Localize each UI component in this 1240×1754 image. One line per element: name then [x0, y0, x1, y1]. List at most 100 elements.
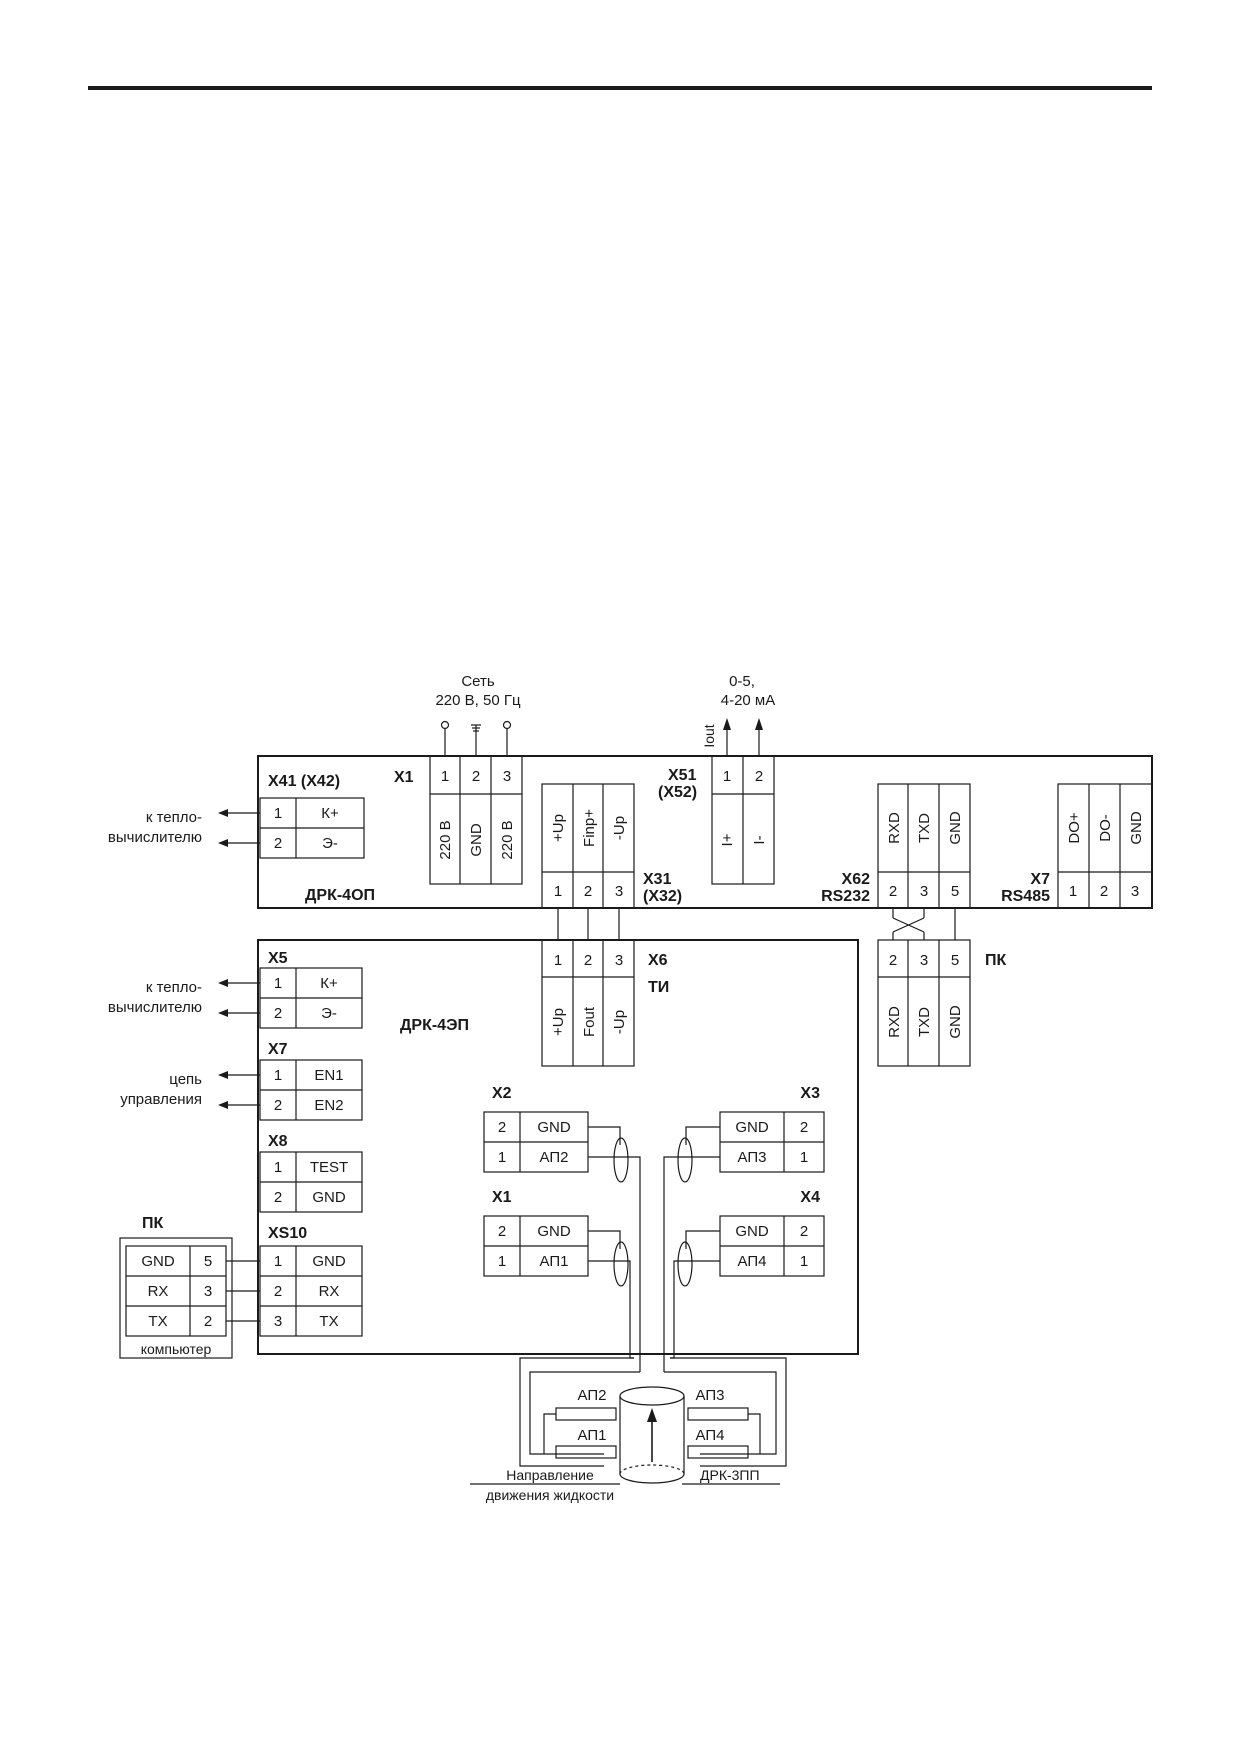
mains-label-line-2: 220 В, 50 Гц [435, 692, 521, 709]
ep-x5-arrows [218, 979, 260, 1017]
ep-x1-pin-1: 2 [498, 1223, 506, 1240]
ep-x5-pin-1: 1 [274, 975, 282, 992]
pc-serial-pin-3: 5 [951, 952, 959, 969]
ep-x5-label: X5 [268, 950, 288, 967]
ep-x6-label: X6 [648, 952, 668, 969]
op-x62-label-line-2: RS232 [821, 888, 870, 905]
ep-x5-note-line-2: вычислителю [108, 999, 202, 1016]
pc-computer-box: GND 5 RX 3 TX 2 компьютер [119, 1237, 233, 1359]
pc-serial-label: ПК [985, 952, 1007, 969]
pc-computer-pin-2: 3 [204, 1283, 212, 1300]
flow-label-line-1: Направление [506, 1467, 594, 1483]
op-x31-pin-2: 2 [584, 883, 592, 900]
ep-x1-label: X1 [492, 1189, 512, 1206]
ep-x4-label: X4 [800, 1189, 820, 1206]
op-x41-table: 1 К+ 2 Э- [259, 797, 365, 859]
ep-x2-label: X2 [492, 1085, 512, 1102]
coax-cable-x2 [588, 1126, 641, 1372]
sensor-label-ap3: АП3 [696, 1387, 725, 1404]
op-x51-signal-1: I+ [719, 833, 736, 846]
op-x41-pin-2: 2 [274, 835, 282, 852]
op-x31-signal-1: +Up [550, 814, 567, 842]
op-x1-signal-3: 220 В [499, 820, 516, 859]
op-x1-pin-1: 1 [441, 768, 449, 785]
ep-x2-pin-1: 2 [498, 1119, 506, 1136]
op-x7-signal-2: DO- [1097, 814, 1114, 842]
coax-cable-x4 [670, 1230, 720, 1359]
op-x41-arrows [218, 809, 260, 847]
coax-cable-x3 [663, 1126, 720, 1372]
op-x51-range-line-2: 4-20 мА [721, 692, 776, 709]
op-x1-signal-1: 220 В [437, 820, 454, 859]
transducer-ap4 [687, 1445, 749, 1459]
op-x62-pin-3: 5 [951, 883, 959, 900]
op-x41-signal-2: Э- [322, 835, 338, 852]
x31-x6-wires [557, 908, 620, 940]
op-x31-pin-3: 3 [615, 883, 623, 900]
pc-computer-caption: компьютер [141, 1341, 212, 1357]
op-x51-connector: 1 2 I+ I- [711, 755, 775, 885]
ep-x1-table: 2 GND 1 АП1 [483, 1215, 589, 1277]
op-x41-note-line-2: вычислителю [108, 829, 202, 846]
ep-x8-pin-1: 1 [274, 1159, 282, 1176]
ep-x2-pin-2: 1 [498, 1149, 506, 1166]
op-x51-arrow-label: Iout [701, 724, 717, 747]
op-x7-signal-1: DO+ [1066, 812, 1083, 844]
ep-x4-signal-1: GND [735, 1223, 769, 1240]
op-x41-pin-1: 1 [274, 805, 282, 822]
ep-x8-label: X8 [268, 1133, 288, 1150]
op-x51-pin-2: 2 [755, 768, 763, 785]
ep-x2-signal-1: GND [537, 1119, 571, 1136]
ep-xs10-label: XS10 [268, 1225, 307, 1242]
pc-computer-signal-2: RX [148, 1283, 169, 1300]
ep-x5-signal-2: Э- [321, 1005, 337, 1022]
ep-xs10-pin-3: 3 [274, 1313, 282, 1330]
op-x62-pin-1: 2 [889, 883, 897, 900]
op-x31-signal-2: Finp+ [581, 809, 598, 847]
ep-x6-pin-1: 1 [554, 952, 562, 969]
ep-unit-title: ДРК-4ЭП [400, 1017, 469, 1034]
coax-cable-x1 [588, 1230, 634, 1359]
ep-x8-pin-2: 2 [274, 1189, 282, 1206]
flow-label-line-2: движения жидкости [486, 1487, 614, 1503]
ep-x3-signal-1: GND [735, 1119, 769, 1136]
ep-x5-note-line-1: к тепло- [146, 979, 202, 996]
ep-x7-note-line-1: цепь [169, 1071, 202, 1088]
sensor-label-ap4: АП4 [696, 1427, 725, 1444]
pc-computer-pin-1: 5 [204, 1253, 212, 1270]
op-x1-signal-2: GND [468, 823, 485, 857]
ep-x5-table: 1 К+ 2 Э- [259, 967, 363, 1029]
ep-x6-connector: 1 2 3 +Up Fout -Up [541, 939, 635, 1067]
ep-x6-signal-2: Fout [581, 1006, 598, 1037]
op-x51-label-line-1: X51 [668, 767, 697, 784]
op-x51-label-line-2: (X52) [658, 784, 697, 801]
ep-x4-signal-2: АП4 [738, 1253, 767, 1270]
ep-xs10-signal-3: TX [319, 1313, 338, 1330]
ep-x7-arrows [218, 1071, 260, 1109]
ep-x6-pin-2: 2 [584, 952, 592, 969]
op-unit-title: ДРК-4ОП [305, 887, 375, 904]
pc-serial-pin-2: 3 [920, 952, 928, 969]
ep-unit-frame [257, 939, 859, 1355]
op-x31-pin-1: 1 [554, 883, 562, 900]
op-x62-signal-1: RXD [886, 812, 903, 844]
op-x1-pin-3: 3 [503, 768, 511, 785]
op-x31-label-line-2: (X32) [643, 888, 682, 905]
ep-xs10-pin-2: 2 [274, 1283, 282, 1300]
ep-xs10-table: 1 GND 2 RX 3 TX [259, 1245, 363, 1337]
ep-x6-pin-3: 3 [615, 952, 623, 969]
ep-x8-signal-1: TEST [310, 1159, 348, 1176]
ep-x7-table: 1 EN1 2 EN2 [259, 1059, 363, 1121]
ep-x3-signal-2: АП3 [738, 1149, 767, 1166]
ep-xs10-pin-1: 1 [274, 1253, 282, 1270]
pc-serial-signal-3: GND [947, 1005, 964, 1039]
pc-computer-signal-3: TX [148, 1313, 167, 1330]
op-x7-pin-2: 2 [1100, 883, 1108, 900]
ep-x7-pin-1: 1 [274, 1067, 282, 1084]
ep-x3-table: GND 2 АП3 1 [719, 1111, 825, 1173]
op-x51-range-line-1: 0-5, [729, 673, 755, 690]
op-x62-connector: RXD TXD GND 2 3 5 [877, 783, 971, 909]
op-x1-pin-2: 2 [472, 768, 480, 785]
op-x41-note-line-1: к тепло- [146, 809, 202, 826]
ep-x3-pin-2: 1 [800, 1149, 808, 1166]
